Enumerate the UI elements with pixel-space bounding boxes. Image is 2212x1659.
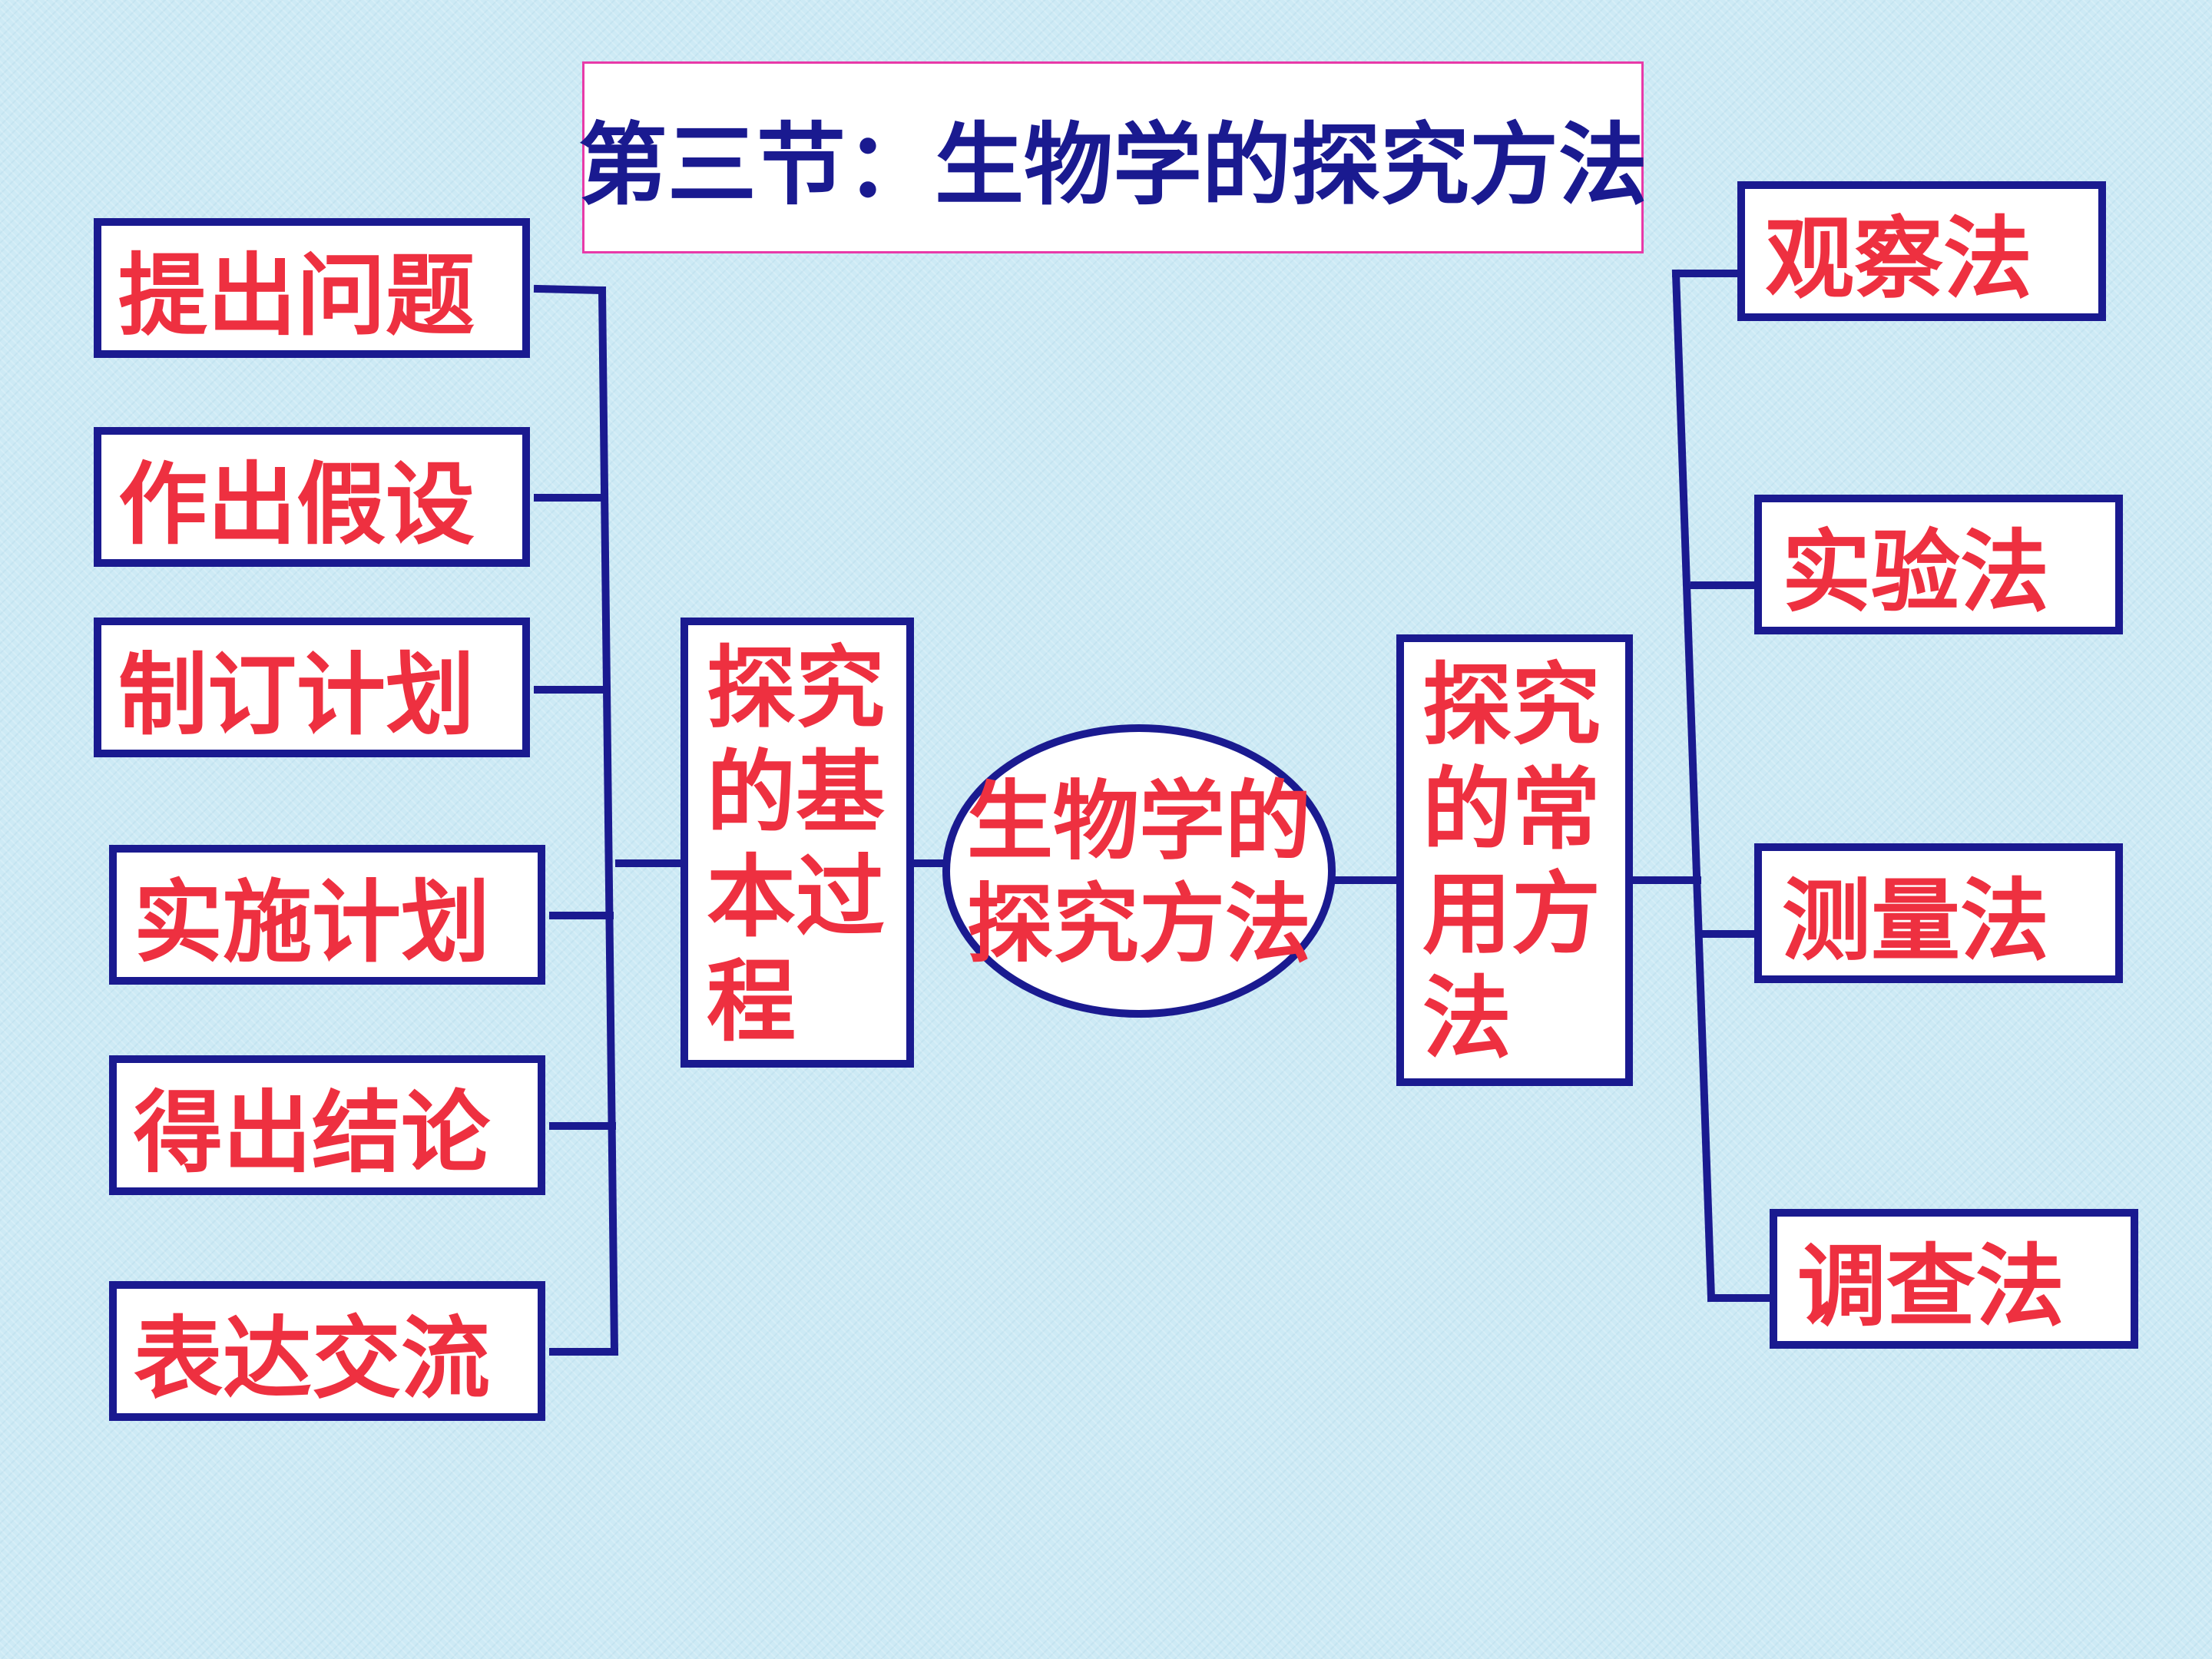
step-box-4: 实施计划	[109, 845, 545, 985]
page-title: 第三节：生物学的探究方法	[578, 61, 1647, 253]
process-line-1: 探究	[707, 636, 885, 740]
step-box-2: 作出假设	[94, 427, 530, 567]
method-box-observation: 观察法	[1737, 181, 2106, 321]
left-spine-line	[598, 286, 619, 1356]
step-box-3: 制订计划	[94, 618, 530, 757]
methods-group-line-1: 探究	[1422, 653, 1601, 757]
methods-group-line-4: 法	[1422, 966, 1512, 1071]
methods-group-line-3: 用方	[1422, 862, 1601, 966]
method-box-survey: 调查法	[1770, 1209, 2138, 1349]
method-box-experiment: 实验法	[1754, 495, 2123, 634]
process-box: 探究 的基 本过 程	[680, 618, 914, 1068]
process-line-4: 程	[707, 949, 796, 1054]
center-line-2: 探究方法	[967, 874, 1311, 975]
center-topic-ellipse: 生物学的 探究方法	[942, 724, 1336, 1018]
step-box-1: 提出问题	[94, 218, 530, 358]
step-box-6: 表达交流	[109, 1281, 545, 1421]
methods-group-line-2: 的常	[1422, 757, 1601, 862]
connector-step-1	[533, 284, 607, 295]
step-box-5: 得出结论	[109, 1055, 545, 1195]
right-spine-line	[1671, 269, 1716, 1303]
center-line-1: 生物学的	[967, 771, 1311, 872]
process-line-2: 的基	[707, 740, 885, 845]
methods-group-box: 探究 的常 用方 法	[1396, 634, 1633, 1086]
method-box-measurement: 测量法	[1754, 843, 2123, 983]
process-line-3: 本过	[707, 845, 885, 949]
